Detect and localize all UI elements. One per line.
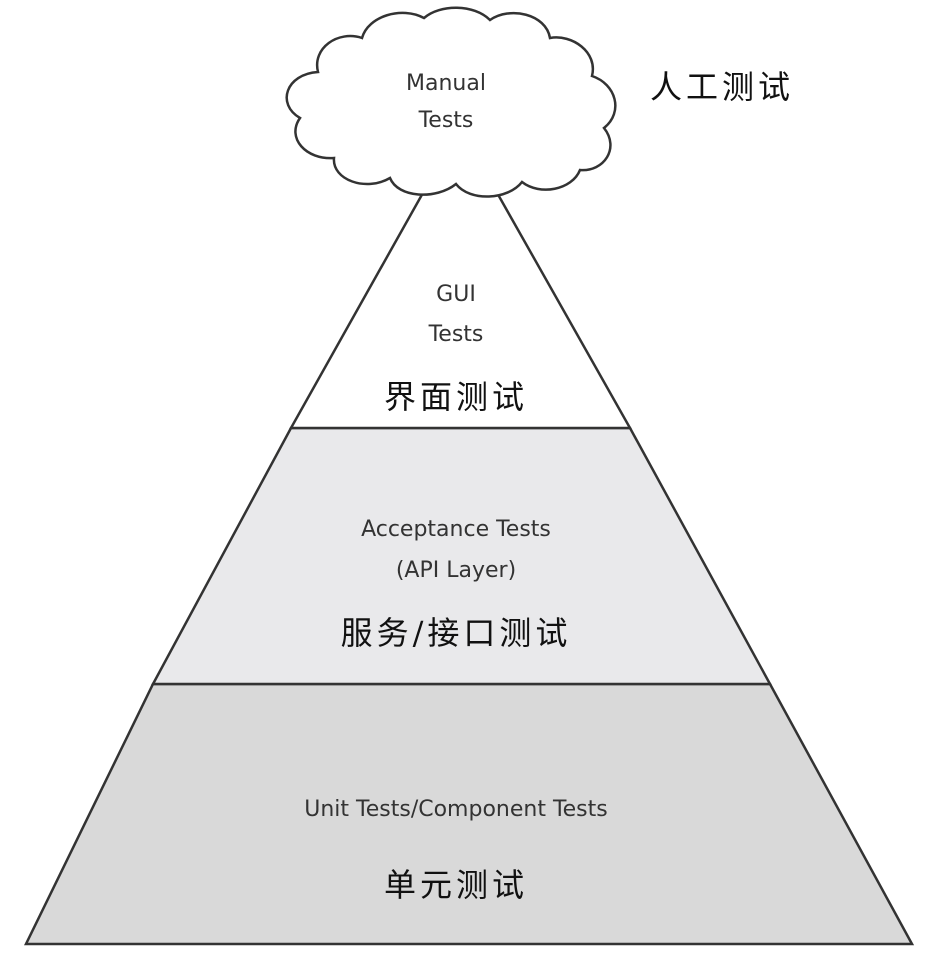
acceptance-label-line1: Acceptance Tests — [361, 517, 551, 542]
cloud-label-line1: Manual — [406, 71, 486, 96]
cloud-label-zh: 人工测试 — [650, 68, 794, 106]
gui-label-zh: 界面测试 — [384, 378, 528, 416]
cloud-shape — [285, 6, 617, 198]
gui-label-line2: Tests — [428, 322, 484, 347]
unit-label-zh: 单元测试 — [384, 866, 528, 904]
manual-tests-cloud: Manual Tests — [285, 6, 617, 198]
acceptance-label-line2: (API Layer) — [396, 558, 516, 583]
unit-label-line1: Unit Tests/Component Tests — [304, 797, 607, 822]
acceptance-label-zh: 服务/接口测试 — [341, 614, 572, 652]
gui-label-line1: GUI — [436, 282, 476, 307]
cloud-label-line2: Tests — [418, 108, 474, 133]
